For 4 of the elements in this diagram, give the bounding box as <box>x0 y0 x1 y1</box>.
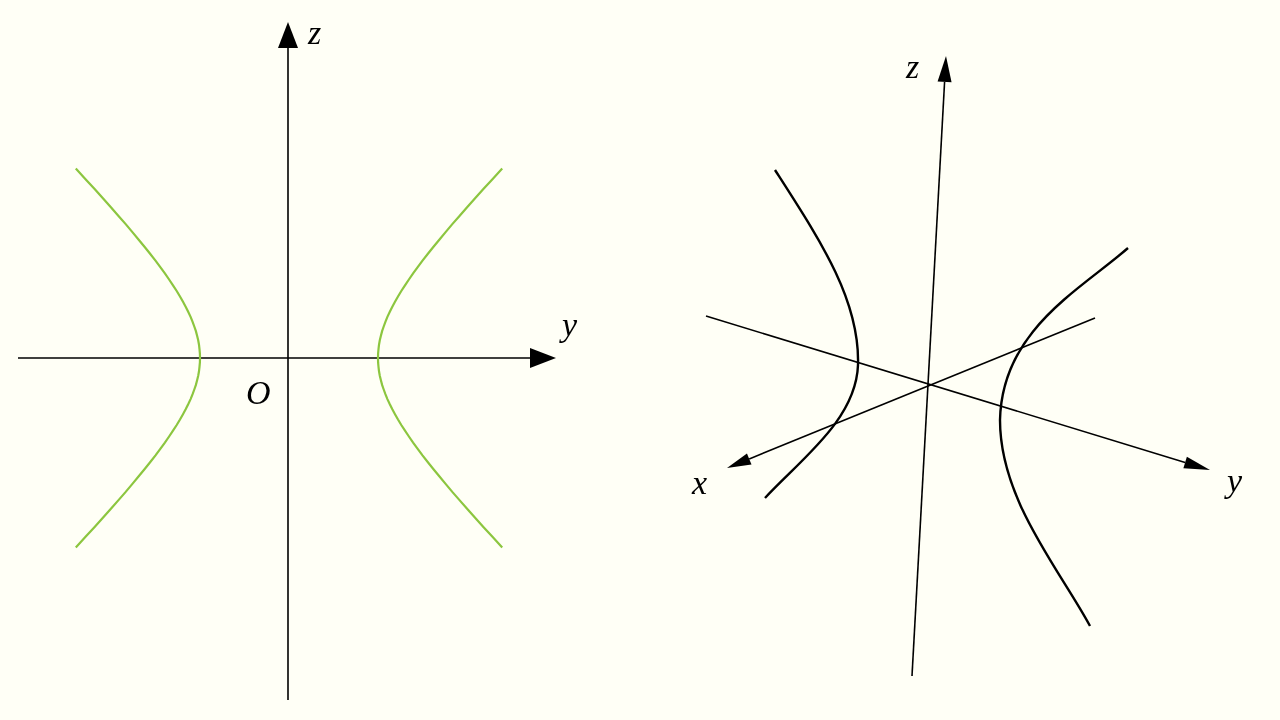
axis-label: z <box>906 50 920 84</box>
axis-label: x <box>692 466 708 500</box>
axis-label: z <box>308 16 322 50</box>
origin-label: O <box>246 376 271 410</box>
